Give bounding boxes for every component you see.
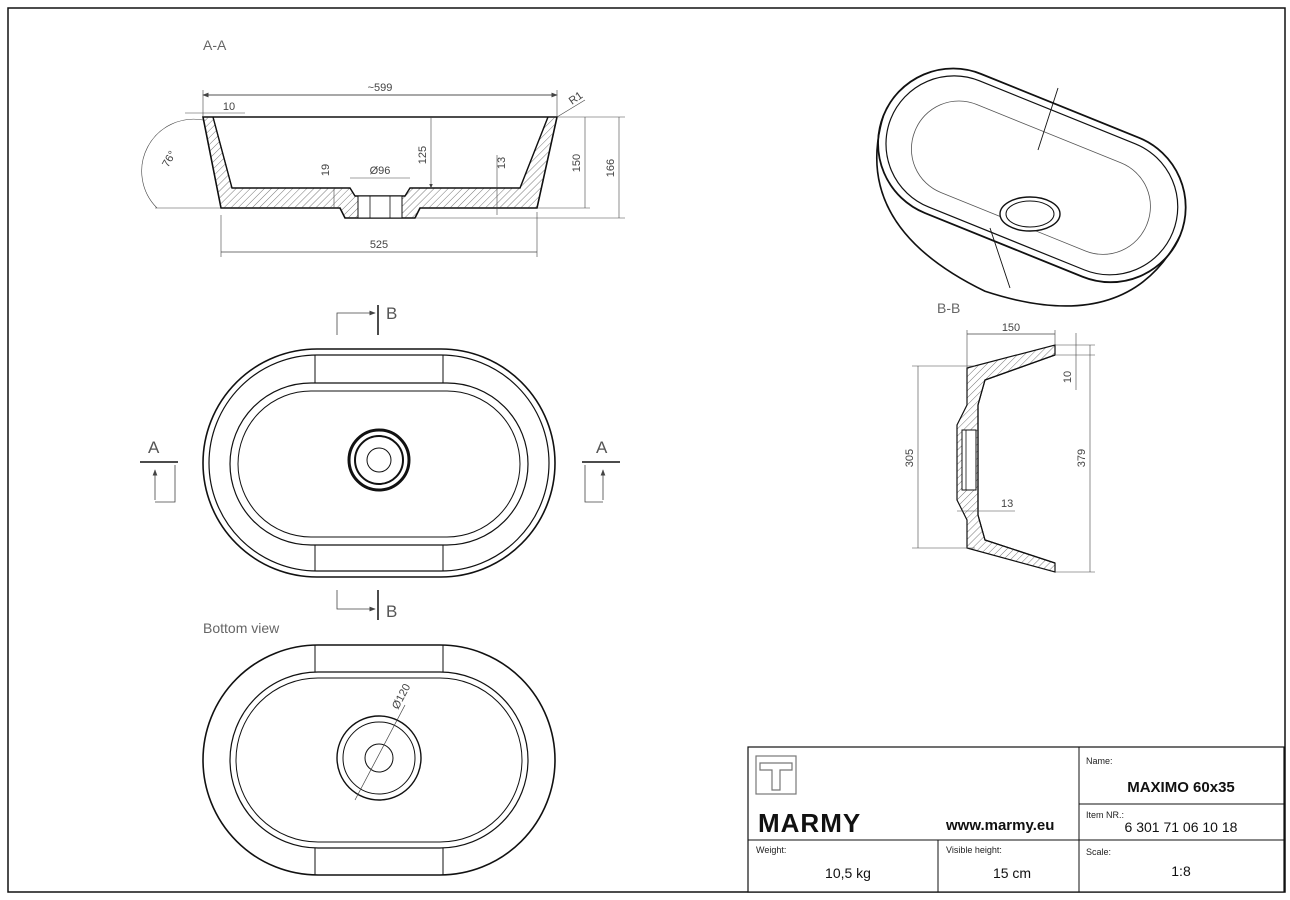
weight-label: Weight: xyxy=(756,845,786,855)
section-aa-inner-surface xyxy=(212,116,549,197)
scale-label: Scale: xyxy=(1086,847,1111,857)
bottom-view-foot xyxy=(336,715,422,801)
section-bb-label: B-B xyxy=(937,300,960,316)
section-bb-drain xyxy=(961,429,977,491)
visible-height-value: 15 cm xyxy=(993,865,1031,881)
section-aa-label: A-A xyxy=(203,37,227,53)
name-label: Name: xyxy=(1086,756,1113,766)
weight-value: 10,5 kg xyxy=(825,865,871,881)
isometric-drain xyxy=(999,196,1061,232)
dim-bb-height-379: 379 xyxy=(1076,449,1088,467)
top-view: B B A A xyxy=(140,304,620,621)
isometric-view xyxy=(875,67,1187,307)
sheet-border xyxy=(7,7,1286,893)
dim-drain-diameter: Ø96 xyxy=(370,165,391,177)
title-block: MARMY www.marmy.eu Name: MAXIMO 60x35 It… xyxy=(747,746,1285,893)
dim-bb-height-305: 305 xyxy=(904,449,916,467)
cut-marker-a-right: A xyxy=(596,438,608,457)
section-aa-drain xyxy=(357,195,403,219)
dim-angle: 76° xyxy=(160,149,179,169)
cut-marker-a-left: A xyxy=(148,438,160,457)
dim-depth-19: 19 xyxy=(320,164,332,176)
item-number-label: Item NR.: xyxy=(1086,810,1124,820)
cut-marker-b-top: B xyxy=(386,304,397,323)
dim-radius: R1 xyxy=(567,90,585,108)
dim-foot-diameter: Ø120 xyxy=(390,682,413,711)
scale-value: 1:8 xyxy=(1171,863,1191,879)
bottom-view: Bottom view Ø120 xyxy=(202,620,556,876)
brand-name: MARMY xyxy=(758,808,861,838)
dim-bb-rim: 10 xyxy=(1062,371,1074,383)
dim-inner-depth: 125 xyxy=(417,146,429,164)
website-link[interactable]: www.marmy.eu xyxy=(945,817,1054,834)
dim-wall-13: 13 xyxy=(496,157,508,169)
dim-top-width: ~599 xyxy=(368,82,393,94)
name-value: MAXIMO 60x35 xyxy=(1127,779,1235,796)
dim-bb-wall-13: 13 xyxy=(1001,498,1013,510)
visible-height-label: Visible height: xyxy=(946,845,1002,855)
dim-bb-top-width: 150 xyxy=(1002,322,1020,334)
dim-bottom-width: 525 xyxy=(370,239,388,251)
section-aa-view: A-A ~599 10 R1 76° Ø96 19 xyxy=(141,37,625,257)
dim-height-166: 166 xyxy=(605,159,617,177)
dim-height-150: 150 xyxy=(571,154,583,172)
section-bb-view: B-B 150 10 379 305 13 xyxy=(904,300,1095,573)
marmy-logo-icon xyxy=(755,755,797,795)
item-number-value: 6 301 71 06 10 18 xyxy=(1125,819,1238,835)
dim-rim: 10 xyxy=(223,101,235,113)
top-view-drain xyxy=(347,428,411,492)
cut-marker-b-bottom: B xyxy=(386,602,397,621)
bottom-view-label: Bottom view xyxy=(203,620,280,636)
